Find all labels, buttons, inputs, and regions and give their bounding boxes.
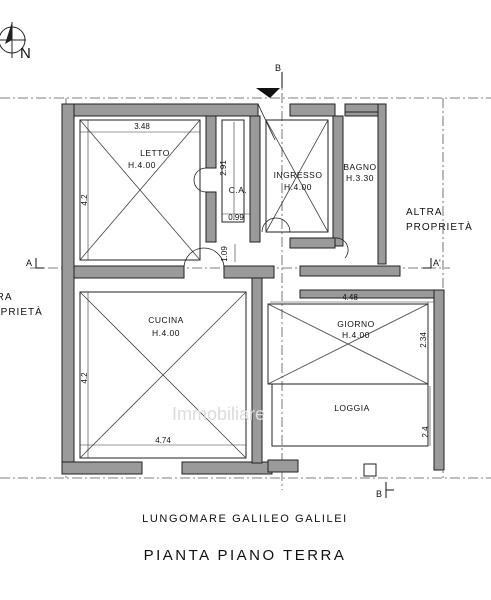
dim-giorno-depth: 2.34	[419, 332, 428, 348]
dim-passage: 1.09	[220, 246, 229, 262]
room-name-cucina: CUCINA	[148, 315, 184, 325]
room-height-letto: H.4.00	[128, 160, 156, 170]
room-name-bagno: BAGNO	[343, 162, 376, 172]
section-b-top: B	[275, 63, 281, 73]
neighbor-right-line2: PROPRIETÀ	[406, 220, 473, 233]
dim-letto-depth: 4.2	[80, 194, 89, 206]
dimension-labels: 3.48 4.2 2.91 0.99 1.09 4.48 2.34 4.2 4.…	[80, 122, 430, 445]
room-name-ca: C.A.	[229, 185, 248, 195]
room-name-loggia: LOGGIA	[334, 403, 370, 413]
street-name: LUNGOMARE GALILEO GALILEI	[142, 513, 348, 525]
neighbor-labels: ALTRA PROPRIETÀ ALTRA PROPRIETÀ	[0, 207, 473, 318]
dim-loggia-depth: 2.4	[421, 426, 430, 438]
room-height-giorno: H.4.00	[342, 330, 370, 340]
room-diagonals	[79, 119, 429, 459]
north-arrow-icon: N	[0, 22, 31, 62]
plan-title: PIANTA PIANO TERRA	[144, 547, 347, 564]
walls	[61, 103, 445, 475]
room-height-cucina: H.4.00	[152, 328, 180, 338]
north-label: N	[20, 45, 31, 62]
room-height-ingresso: H.4.00	[284, 182, 312, 192]
dim-cucina-width: 4.74	[155, 436, 171, 445]
door-swings	[183, 103, 349, 269]
section-a-left: A	[26, 258, 32, 268]
dim-ca-width: 0.99	[228, 213, 244, 222]
room-labels: LETTO H.4.00 C.A. INGRESSO H.4.00 BAGNO …	[128, 148, 376, 413]
room-name-giorno: GIORNO	[337, 319, 374, 329]
room-name-ingresso: INGRESSO	[274, 170, 323, 180]
section-b-bottom: B	[376, 489, 382, 499]
neighbor-left-line2: PROPRIETÀ	[0, 305, 43, 318]
room-height-bagno: H.3.30	[346, 173, 374, 183]
watermark-logo: Immobiliare	[172, 404, 265, 424]
room-name-letto: LETTO	[140, 148, 170, 158]
neighbor-right-line1: ALTRA	[406, 207, 443, 218]
section-a-right: A'	[433, 258, 441, 268]
dim-letto-width: 3.48	[134, 122, 150, 131]
section-markers: B B A A'	[26, 63, 441, 499]
neighbor-left-line1: ALTRA	[0, 292, 13, 303]
dim-cucina-depth: 4.2	[80, 372, 89, 384]
dimension-lines	[80, 120, 434, 458]
dim-giorno-width: 4.48	[342, 293, 358, 302]
bagno-window	[344, 103, 379, 477]
dim-ca-depth: 2.91	[219, 160, 228, 176]
